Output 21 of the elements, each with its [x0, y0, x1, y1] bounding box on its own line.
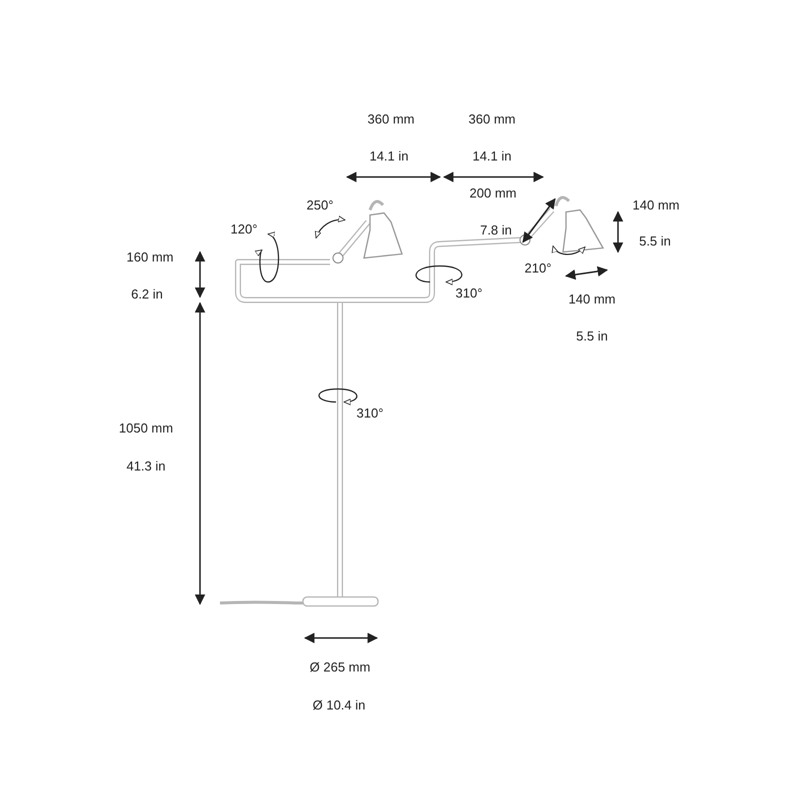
angle-label: 310°: [356, 404, 384, 422]
dimension-label: 14.1 in: [369, 147, 409, 166]
dimension-label: 140 mm: [632, 196, 680, 214]
dimension-label: 7.8 in: [480, 221, 512, 240]
dimension-label: Ø 10.4 in: [312, 696, 366, 714]
dimension-label: 41.3 in: [126, 457, 166, 476]
dimension-label: 6.2 in: [131, 285, 163, 304]
dimension-label: Ø 265 mm: [310, 658, 370, 676]
dimension-label: 360 mm: [368, 110, 414, 128]
dimension-label: 1050 mm: [118, 419, 174, 438]
dimension-label: 140 mm: [568, 290, 616, 308]
dimension-label: 360 mm: [468, 110, 516, 128]
angle-label: 210°: [524, 259, 552, 278]
dimension-label: 160 mm: [126, 248, 174, 266]
dimension-label: 5.5 in: [576, 327, 608, 346]
angle-label: 310°: [456, 284, 482, 302]
dimension-label: 5.5 in: [639, 232, 671, 250]
angle-label: 120°: [230, 220, 258, 238]
dimension-label: 14.1 in: [472, 147, 512, 166]
angle-label: 250°: [306, 196, 334, 214]
dimension-label: 200 mm: [470, 184, 516, 202]
